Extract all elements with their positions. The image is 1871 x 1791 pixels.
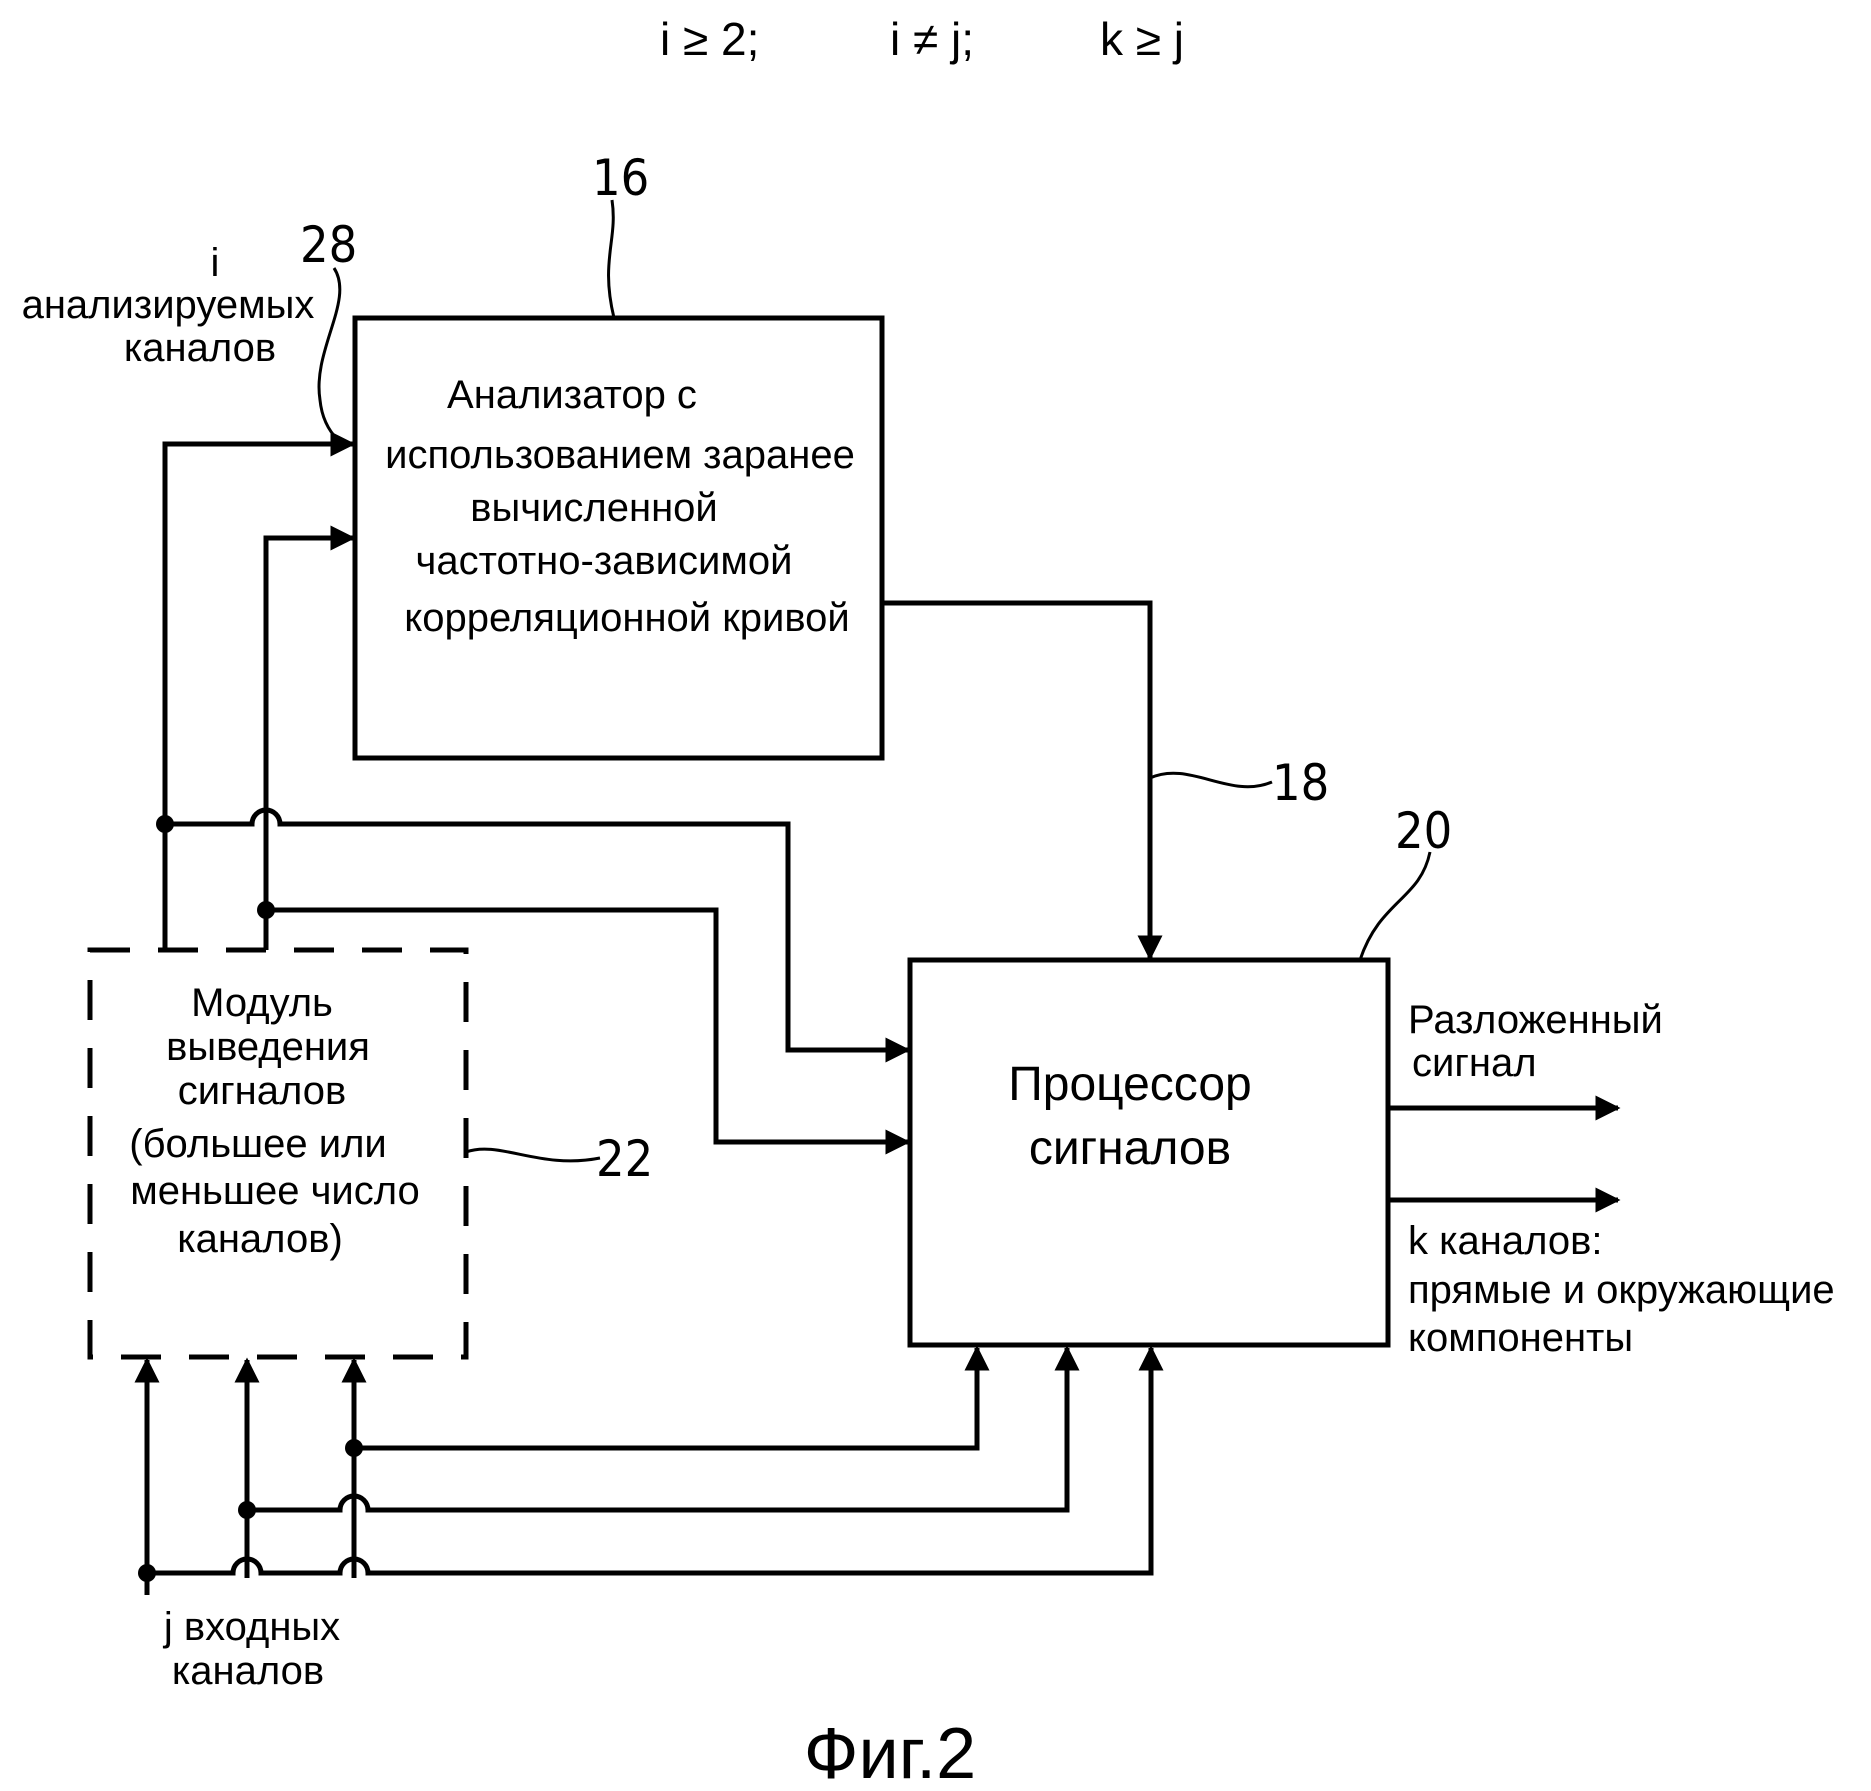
k-channels-text-2: прямые и окружающие <box>1408 1268 1835 1312</box>
analyzer-text-5: корреляционной кривой <box>404 596 849 640</box>
junction-dot <box>257 901 275 919</box>
analyzer-text-3: вычисленной <box>470 486 718 530</box>
figure-caption: Фиг.2 <box>804 1714 976 1791</box>
signal-module-box <box>87 947 469 1360</box>
module-text-3: сигналов <box>178 1069 347 1113</box>
leader-16 <box>607 199 616 319</box>
input-text-2: каналов <box>172 1649 324 1693</box>
input-bus-3 <box>147 1345 1164 1576</box>
leader-20 <box>1358 851 1432 961</box>
ref-22: 22 <box>596 1130 653 1188</box>
condition-2: i ≠ j; <box>890 13 974 65</box>
module-out-1-to-processor <box>165 807 911 1063</box>
input-bus-2 <box>247 1345 1080 1513</box>
condition-1: i ≥ 2; <box>660 13 759 65</box>
module-out-1-to-analyzer <box>162 431 356 950</box>
module-out-2-to-processor <box>266 907 911 1155</box>
junction-dot <box>156 815 174 833</box>
module-text-5: меньшее число <box>130 1169 420 1213</box>
module-out-2-to-analyzer <box>263 525 356 950</box>
analyzed-text-1: анализируемых <box>22 283 315 327</box>
analyzer-text-4: частотно-зависимой <box>416 539 793 583</box>
k-channels-text-1: k каналов: <box>1408 1219 1602 1263</box>
module-text-2: выведения <box>166 1025 370 1069</box>
analyzed-i-label: i <box>211 241 220 285</box>
junction-dot <box>238 1501 256 1519</box>
analyzed-text-2: каналов <box>124 326 276 370</box>
condition-3: k ≥ j <box>1100 13 1184 65</box>
junction-dot <box>138 1564 156 1582</box>
analyzer-output-line <box>882 600 1163 961</box>
analyzer-text-2: использованием заранее <box>385 433 855 477</box>
leader-22 <box>465 1147 601 1163</box>
input-bus-1 <box>354 1345 990 1451</box>
ref-16: 16 <box>592 149 649 207</box>
leader-28 <box>317 267 342 442</box>
analyzer-text-1: Анализатор с <box>447 373 697 417</box>
decomposed-text-2: сигнал <box>1412 1041 1537 1085</box>
ref-18: 18 <box>1272 754 1329 812</box>
processor-text-1: Процессор <box>1008 1058 1251 1111</box>
input-text-1: j входных <box>163 1605 340 1649</box>
processor-text-2: сигналов <box>1029 1122 1231 1175</box>
k-channels-text-3: компоненты <box>1408 1316 1633 1360</box>
module-text-4: (большее или <box>129 1122 387 1166</box>
ref-20: 20 <box>1395 802 1452 860</box>
junction-dot <box>345 1439 363 1457</box>
module-text-1: Модуль <box>191 981 333 1025</box>
decomposed-text-1: Разложенный <box>1408 998 1663 1042</box>
leader-18 <box>1149 771 1273 789</box>
module-text-6: каналов) <box>177 1217 343 1261</box>
ref-28: 28 <box>300 216 357 274</box>
